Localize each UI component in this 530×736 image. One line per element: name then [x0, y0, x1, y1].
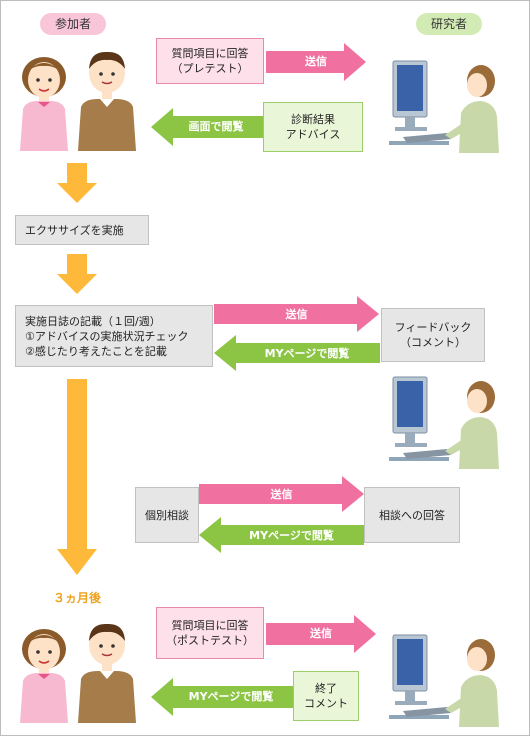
send-arrow-label: 送信 — [285, 308, 308, 321]
researcher-computer-icon — [389, 369, 501, 469]
diary-box: 実施日誌の記載（１回/週） ①アドバイスの実施状況チェック ②感じたり考えたこと… — [15, 305, 213, 367]
view-mypage-arrow-label: MYページで閲覧 — [249, 529, 334, 542]
long-down-arrow — [57, 379, 97, 575]
consultation-answer-box: 相談への回答 — [364, 487, 460, 543]
posttest-question-box: 質問項目に回答 （ポストテスト） — [156, 607, 264, 659]
view-screen-arrow: 画面で閲覧 — [151, 108, 263, 146]
end-comment-box: 終了 コメント — [293, 671, 359, 721]
consultation-box: 個別相談 — [135, 487, 199, 543]
view-mypage-arrow-label: MYページで閲覧 — [188, 690, 274, 703]
down-arrow — [57, 254, 97, 294]
feedback-box: フィードバック （コメント） — [381, 308, 485, 362]
send-arrow-label: 送信 — [305, 55, 327, 68]
person-woman-icon — [16, 623, 72, 723]
send-arrow-label: 送信 — [270, 488, 293, 501]
send-arrow: 送信 — [266, 615, 376, 653]
down-arrow — [57, 163, 97, 203]
view-screen-arrow-label: 画面で閲覧 — [188, 120, 244, 133]
send-arrow-label: 送信 — [310, 627, 332, 640]
person-man-icon — [76, 47, 138, 151]
send-arrow: 送信 — [214, 296, 379, 332]
three-months-later-label: ３ヵ月後 — [52, 591, 101, 605]
pretest-question-box: 質問項目に回答 （プレテスト） — [156, 38, 264, 84]
researcher-computer-icon — [389, 627, 501, 727]
participant-label: 参加者 — [40, 13, 106, 35]
researcher-computer-icon — [389, 53, 501, 153]
person-man-icon — [76, 619, 138, 723]
view-mypage-arrow-label: MYページで閲覧 — [264, 347, 350, 360]
view-mypage-arrow: MYページで閲覧 — [151, 678, 293, 716]
diagnosis-result-box: 診断結果 アドバイス — [263, 102, 363, 152]
researcher-label: 研究者 — [416, 13, 482, 35]
send-arrow: 送信 — [199, 476, 364, 512]
view-mypage-arrow: MYページで閲覧 — [214, 335, 380, 371]
exercise-box: エクササイズを実施 — [15, 215, 149, 245]
view-mypage-arrow: MYページで閲覧 — [199, 517, 364, 553]
person-woman-icon — [16, 51, 72, 151]
send-arrow: 送信 — [266, 43, 366, 81]
